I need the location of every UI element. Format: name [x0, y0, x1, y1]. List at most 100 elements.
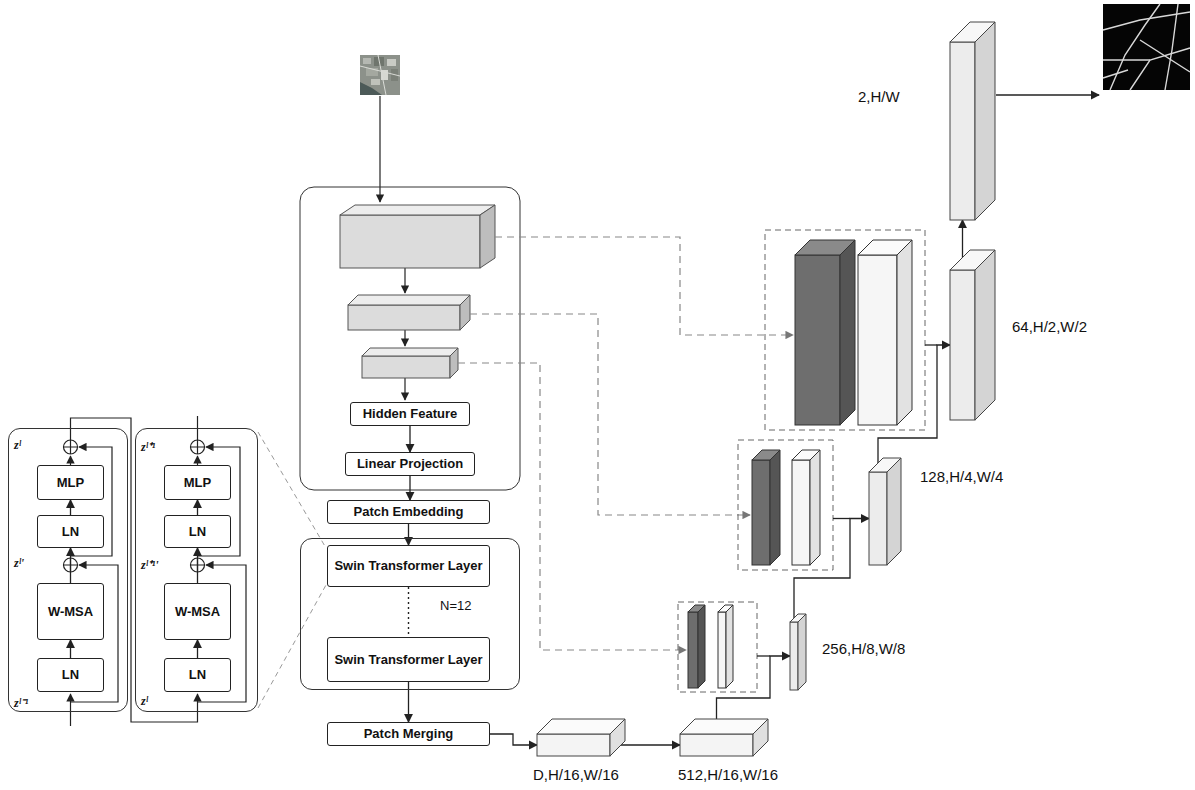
output-image	[1103, 4, 1190, 90]
group-label: zˡ	[141, 694, 148, 709]
concat-feature-map	[897, 240, 912, 425]
output-image	[1103, 4, 1190, 90]
concat-group	[678, 230, 925, 692]
box-label: LN	[189, 524, 206, 540]
group-label: zˡ⁻¹	[14, 694, 28, 711]
group-box: N=12Swin Transformer LayerSwin Transform…	[300, 538, 520, 690]
feature-map: D,H/16,W/16	[537, 734, 610, 756]
add-symbol	[64, 440, 78, 454]
group-output-line	[925, 344, 937, 345]
box-label: Linear Projection	[357, 456, 463, 472]
group-label: zˡ'	[14, 556, 24, 571]
add-symbol	[191, 440, 205, 454]
cnn-feature-map	[340, 205, 495, 378]
dimension-label: 256,H/8,W/8	[822, 640, 905, 657]
feature-map-shape	[680, 734, 753, 756]
input-image	[363, 58, 371, 64]
feature-map-shape	[790, 622, 798, 690]
output-image	[1103, 4, 1190, 90]
cnn-feature-map	[480, 205, 495, 268]
box-label: LN	[62, 667, 79, 683]
group-output-line	[757, 655, 770, 656]
residual-path	[197, 456, 198, 465]
cnn-feature-map	[340, 205, 495, 215]
feature-map-face	[950, 270, 975, 420]
connector	[878, 345, 950, 472]
connector	[490, 734, 537, 745]
feature-map: 256,H/8,W/8	[790, 622, 798, 690]
output-arrow	[996, 94, 1099, 95]
box-label: W-MSA	[48, 604, 93, 620]
process-box: MLP	[37, 465, 104, 500]
dimension-label: 2,H/W	[858, 88, 900, 105]
feature-map: 64,H/2,W/2	[950, 270, 975, 420]
input-image	[378, 55, 386, 95]
dimension-label: 64,H/2,W/2	[1012, 318, 1087, 335]
box-label: LN	[189, 667, 206, 683]
output-image	[1140, 40, 1190, 72]
box-label: Patch Merging	[364, 726, 454, 742]
connector	[70, 640, 71, 658]
process-box: Swin Transformer Layer	[327, 637, 490, 682]
concat-feature-map	[726, 605, 733, 688]
concat-group	[678, 602, 757, 692]
concat-feature-map	[792, 460, 810, 565]
connector	[197, 640, 198, 658]
process-box: LN	[164, 515, 231, 548]
concat-feature-map	[752, 460, 770, 565]
input-image	[360, 55, 400, 95]
concat-feature-map	[770, 450, 780, 565]
skip-connection	[470, 314, 750, 515]
connector	[197, 548, 198, 583]
feature-map-side	[887, 458, 901, 565]
box-label: MLP	[57, 475, 84, 491]
input-image	[360, 55, 400, 95]
concat-feature-map	[858, 255, 897, 425]
connector	[70, 548, 71, 583]
cnn-feature-map	[348, 295, 470, 305]
concat-feature-map	[840, 240, 855, 425]
process-box: Swin Transformer Layer	[327, 545, 490, 587]
concat-feature-map	[795, 255, 840, 425]
group-label: zˡ⁺¹'	[141, 556, 159, 573]
output-arrow	[996, 94, 1099, 95]
encoder-frame	[300, 187, 520, 490]
concat-group	[765, 230, 925, 430]
feature-map: 128,H/4,W/4	[869, 472, 887, 565]
feature-map: 512,H/16,W/16	[680, 734, 753, 756]
flow-arrow	[404, 378, 405, 400]
feature-map-shape	[869, 472, 887, 565]
feature-map-side	[798, 614, 806, 690]
residual-path	[70, 694, 71, 726]
connector	[794, 519, 869, 623]
cnn-feature-map	[450, 348, 458, 378]
cnn-feature-map	[362, 356, 450, 378]
input-image	[360, 82, 382, 95]
connector	[408, 682, 409, 722]
group-label: N=12	[440, 598, 471, 613]
connector	[409, 426, 410, 452]
box-label: Swin Transformer Layer	[334, 652, 482, 668]
feature-map: 2,H/W	[950, 42, 975, 220]
box-label: Hidden Feature	[363, 406, 458, 422]
feature-map-shape	[950, 42, 975, 220]
cnn-feature-map	[362, 348, 458, 356]
concat-feature-map	[810, 450, 820, 565]
add-symbol	[64, 440, 205, 572]
dimension-label: 512,H/16,W/16	[678, 766, 778, 783]
feature-map-side	[975, 250, 995, 420]
output-image	[1103, 70, 1128, 78]
flow-arrow	[404, 330, 405, 346]
feature-map-shape	[950, 270, 975, 420]
flow-arrow	[404, 268, 405, 293]
process-box: Hidden Feature	[350, 402, 470, 426]
feature-map-face	[537, 734, 610, 756]
group-output-line	[833, 518, 850, 519]
connector	[408, 587, 409, 637]
input-image	[371, 79, 380, 85]
box-label: W-MSA	[175, 604, 220, 620]
connector	[197, 500, 198, 515]
feature-map-side	[610, 719, 625, 756]
feature-map-shape	[537, 734, 610, 756]
